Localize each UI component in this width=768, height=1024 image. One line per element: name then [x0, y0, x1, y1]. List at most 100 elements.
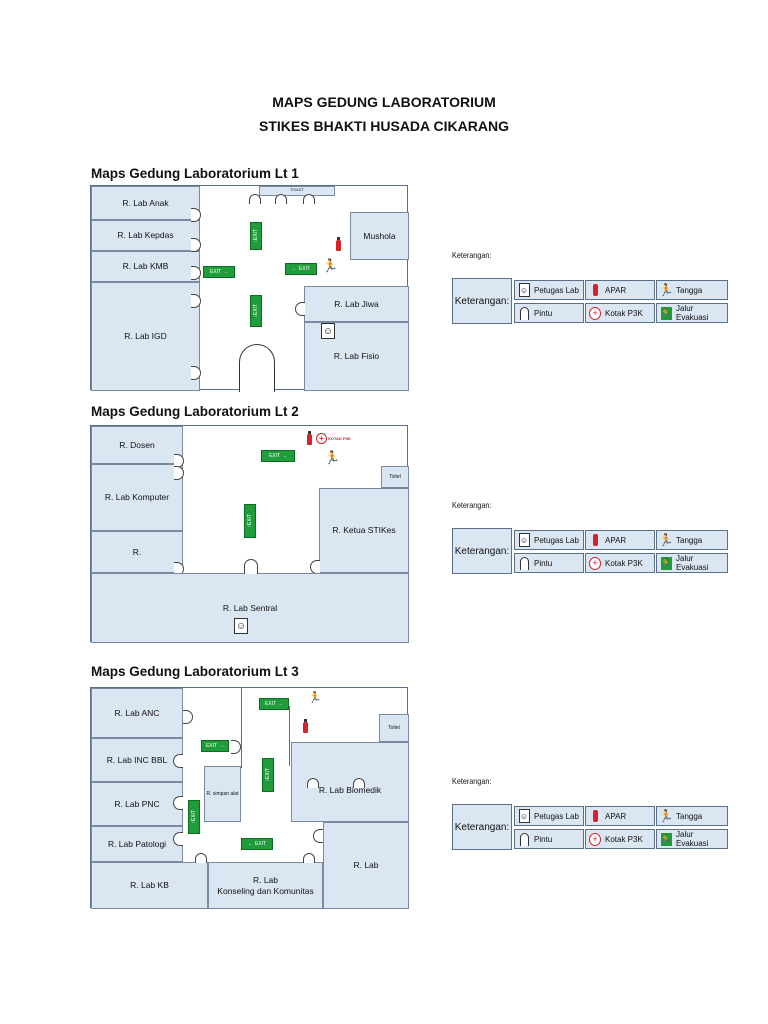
door-icon	[173, 754, 183, 768]
first-aid-icon: +	[589, 832, 601, 846]
fire-extinguisher-icon	[336, 237, 341, 251]
legend-label: Petugas Lab	[534, 811, 579, 821]
legend-item-apar: APAR	[585, 530, 655, 550]
first-aid-icon: +	[589, 556, 601, 570]
legend-label: Jalur Evakuasi	[676, 554, 709, 572]
door-glyph	[519, 306, 529, 320]
first-aid-glyph: +	[589, 306, 601, 320]
document-title: MAPS GEDUNG LABORATORIUM	[272, 94, 496, 110]
exit-sign-label: EXIT	[264, 701, 277, 707]
door-icon	[275, 194, 287, 204]
room-lab-konseling: R. Lab Konseling dan Komunitas	[208, 862, 323, 909]
person-glyph: ☺	[518, 809, 530, 823]
door-icon	[195, 853, 207, 863]
door-icon	[191, 266, 201, 280]
fire-extinguisher-icon	[589, 283, 601, 297]
arrow-left-icon: ←	[247, 841, 253, 847]
legend-item-petugas: ☺Petugas Lab	[514, 530, 584, 550]
exit-sign: EXIT→	[259, 698, 289, 710]
exit-sign: EXIT↑	[244, 504, 256, 538]
evacuation-route-icon: 🏃	[660, 306, 672, 320]
room-toilet: TOILET	[259, 186, 335, 196]
exit-sign-label: EXIT	[191, 810, 197, 822]
exit-sign-label: EXIT	[265, 768, 271, 780]
room-lab-komputer: R. Lab Komputer	[91, 464, 183, 531]
door-icon	[191, 208, 201, 222]
room-lab-kepdas: R. Lab Kepdas	[91, 220, 200, 251]
stairs-icon: 🏃	[658, 283, 674, 297]
legend-label: Jalur Evakuasi	[676, 304, 709, 322]
door-glyph	[519, 832, 529, 846]
legend-1-small-label: Keterangan:	[452, 250, 492, 260]
document-subtitle: STIKES BHAKTI HUSADA CIKARANG	[259, 118, 509, 134]
room-ketua-stikes: R. Ketua STIKes	[319, 488, 409, 573]
person-icon: ☺	[518, 533, 530, 547]
door-icon	[191, 294, 201, 308]
arrow-up-icon: ↑	[191, 821, 197, 824]
legend-label: Jalur Evakuasi	[676, 830, 709, 848]
room-mushola: Mushola	[350, 212, 409, 260]
legend-label: Pintu	[534, 558, 553, 568]
legend-3-small-label: Keterangan:	[452, 776, 492, 786]
floor-3-title: Maps Gedung Laboratorium Lt 3	[91, 664, 299, 679]
legend-label: Tangga	[676, 535, 703, 545]
fire-extinguisher-icon	[307, 431, 312, 445]
legend-3-head: Keterangan:	[452, 804, 512, 850]
door-icon	[313, 829, 323, 843]
legend-label: APAR	[605, 285, 627, 295]
legend-item-p3k: +Kotak P3K	[585, 829, 655, 849]
legend-label: Kotak P3K	[605, 308, 643, 318]
room-lab: R. Lab	[323, 822, 409, 909]
room-lab-igd: R. Lab IGD	[91, 282, 200, 391]
stairs-icon: 🏃	[308, 692, 322, 704]
door-icon	[518, 306, 530, 320]
arrow-right-icon: →	[278, 701, 284, 707]
fire-extinguisher-icon	[589, 809, 601, 823]
fire-extinguisher-glyph	[592, 534, 598, 546]
exit-sign-label: EXIT	[254, 841, 267, 847]
exit-sign: ←EXIT	[241, 838, 273, 850]
evacuation-route-icon: 🏃	[660, 832, 672, 846]
legend-item-pintu: Pintu	[514, 553, 584, 573]
stairs-icon: 🏃	[324, 450, 341, 465]
door-icon	[295, 302, 305, 316]
door-icon	[183, 710, 193, 724]
exit-sign-label: EXIT	[298, 266, 311, 272]
room-lab-kb: R. Lab KB	[91, 862, 208, 909]
exit-sign-label: EXIT	[247, 514, 253, 526]
door-icon	[353, 778, 365, 788]
person-icon: ☺	[234, 618, 248, 634]
exit-sign: ←EXIT	[285, 263, 317, 275]
person-icon: ☺	[321, 323, 335, 339]
room-lab-pnc: R. Lab PNC	[91, 782, 183, 826]
room-simpan-alat: R. simpan alat	[204, 766, 241, 822]
legend-item-tangga: 🏃Tangga	[656, 280, 728, 300]
evacuation-glyph: 🏃	[660, 832, 672, 846]
legend-item-petugas: ☺Petugas Lab	[514, 280, 584, 300]
floor-2-plan: R. Dosen R. Lab Komputer R. Toilet R. Ke…	[90, 425, 409, 643]
legend-item-pintu: Pintu	[514, 829, 584, 849]
legend-item-pintu: Pintu	[514, 303, 584, 323]
stairs-icon: 🏃	[322, 258, 339, 273]
first-aid-glyph: +	[589, 556, 601, 570]
exit-sign: EXIT↓	[250, 295, 262, 327]
room-lab-fisio: R. Lab Fisio	[304, 322, 409, 391]
floor-3-plan: R. Lab ANC R. Lab INC BBL R. Lab PNC R. …	[90, 687, 409, 909]
corridor-wall	[289, 706, 290, 766]
legend-item-petugas: ☺ Petugas Lab	[514, 806, 584, 826]
fire-extinguisher-glyph	[592, 810, 598, 822]
door-icon	[244, 559, 258, 574]
first-aid-icon: +KOTAK P3K	[316, 433, 351, 444]
room-lab-inc-bbl: R. Lab INC BBL	[91, 738, 183, 782]
arrow-up-icon: ↑	[247, 525, 253, 528]
person-icon: ☺	[518, 283, 530, 297]
door-icon	[518, 832, 530, 846]
room-toilet: Toilet	[379, 714, 409, 742]
exit-sign: EXIT↑	[262, 758, 274, 792]
evacuation-glyph: 🏃	[660, 306, 672, 320]
exit-sign-label: EXIT	[253, 304, 259, 316]
room-lab-sentral: R. Lab Sentral	[91, 573, 409, 643]
exit-sign: EXIT→	[201, 740, 229, 752]
exit-sign-label: EXIT	[205, 743, 218, 749]
fire-extinguisher-glyph	[592, 284, 598, 296]
